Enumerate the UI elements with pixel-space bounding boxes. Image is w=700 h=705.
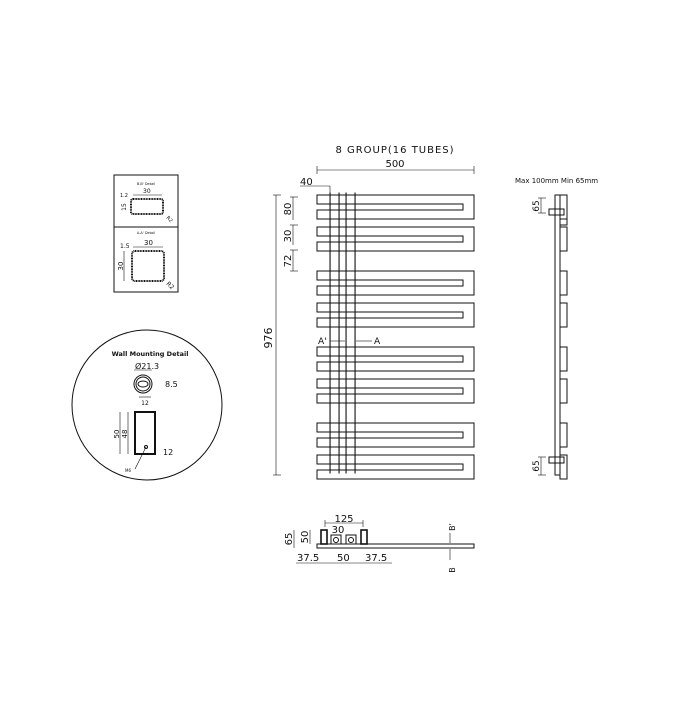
left-spacing-dimension: 37.5 — [297, 553, 319, 564]
bracket-span-dimension: 125 — [334, 514, 353, 525]
middle-spacing-dimension: 50 — [337, 553, 350, 564]
mount-slot-height: 8.5 — [165, 380, 178, 389]
wall-mounting-detail: Wall Mounting Detail Ø21.3 8.5 12 50 48 … — [72, 330, 222, 480]
mount-screw-size: M6 — [125, 468, 131, 473]
tube-pitch-dimension: 80 — [283, 203, 294, 216]
tube-group — [317, 195, 474, 219]
bb-wall-thickness: 1.2 — [120, 193, 128, 199]
bracket-width-dimension: 30 — [332, 525, 345, 536]
bottom-bracket-dimension: 65 — [532, 460, 542, 471]
tube-height-dimension: 30 — [283, 230, 294, 243]
section-b-prime-label: B' — [448, 523, 457, 531]
drawing-title: 8 GROUP(16 TUBES) — [335, 145, 454, 156]
tube-group — [317, 423, 474, 447]
bb-detail-title: B-B' Detail — [137, 182, 155, 186]
tube-group — [317, 347, 474, 371]
side-tube-panel — [560, 303, 567, 327]
right-spacing-dimension: 37.5 — [365, 553, 387, 564]
section-a-prime-label: A' — [318, 337, 327, 347]
side-tube-panel — [560, 423, 567, 447]
aa-height: 30 — [117, 262, 125, 271]
side-tube-panel — [560, 347, 567, 371]
front-view: 500 40 976 80 30 72 A' A — [262, 159, 474, 479]
wall-mounting-title: Wall Mounting Detail — [112, 350, 189, 358]
mount-diameter: Ø21.3 — [135, 361, 159, 371]
section-a-label: A — [374, 337, 381, 347]
bottom-height-inner: 50 — [300, 531, 311, 544]
aa-detail-title: A-A' Detail — [137, 231, 155, 235]
side-tube-panel — [560, 271, 567, 295]
wall-gap-note: Max 100mm Min 65mm — [515, 177, 598, 185]
bottom-height-outer: 65 — [284, 533, 295, 546]
bb-radius: R2 — [165, 215, 174, 224]
side-tube-panel — [560, 227, 567, 251]
group-gap-dimension: 72 — [283, 255, 294, 268]
aa-width: 30 — [144, 239, 153, 247]
tube-group — [317, 271, 474, 295]
tube-group — [317, 455, 474, 479]
mount-screw-offset: 12 — [163, 448, 173, 457]
section-b-label: B — [448, 567, 457, 573]
mount-height-outer: 50 — [113, 430, 121, 439]
bb-height: 15 — [121, 203, 128, 211]
side-tube-panel — [560, 379, 567, 403]
side-view: Max 100mm Min 65mm 65 65 — [515, 177, 598, 479]
bb-width: 30 — [143, 188, 151, 195]
aa-radius: R2 — [165, 280, 176, 291]
section-detail-box: B-B' Detail 1.2 30 15 R2 A-A' Detail 1.5… — [114, 175, 178, 292]
aa-wall-thickness: 1.5 — [120, 243, 130, 250]
top-bracket-dimension: 65 — [532, 200, 542, 211]
width-dimension: 500 — [385, 159, 404, 170]
mount-slot-width: 12 — [141, 400, 149, 407]
left-offset-dimension: 40 — [300, 177, 313, 188]
tube-group — [317, 227, 474, 251]
height-dimension: 976 — [262, 328, 275, 349]
tube-group — [317, 379, 474, 403]
tube-group — [317, 303, 474, 327]
mount-height-inner: 48 — [121, 430, 129, 439]
bottom-view: 125 30 65 50 37.5 50 37.5 B' B — [284, 514, 474, 573]
